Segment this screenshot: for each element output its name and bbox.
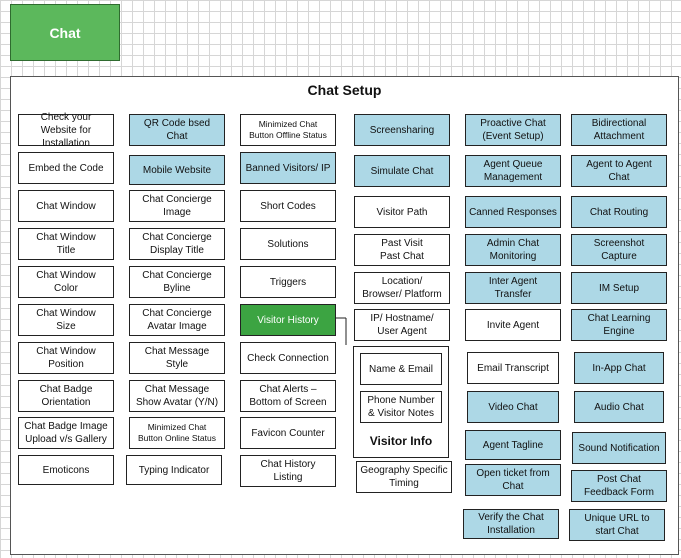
- chat-window-box: Chat Window: [18, 190, 114, 222]
- agent-queue-management-box: Agent Queue Management: [465, 155, 561, 187]
- short-codes-box: Short Codes: [240, 190, 336, 222]
- post-chat-feedback-box: Post Chat Feedback Form: [571, 470, 667, 502]
- chat-concierge-avatar-box: Chat Concierge Avatar Image: [129, 304, 225, 336]
- chat-message-style-box: Chat Message Style: [129, 342, 225, 374]
- chat-setup-frame: [10, 76, 679, 555]
- emoticons-box: Emoticons: [18, 455, 114, 485]
- qr-code-chat-box: QR Code bsed Chat: [129, 114, 225, 146]
- admin-chat-monitoring-box: Admin Chat Monitoring: [465, 234, 561, 266]
- audio-chat-box: Audio Chat: [574, 391, 664, 423]
- favicon-counter-box: Favicon Counter: [240, 417, 336, 449]
- banned-visitors-ip-box: Banned Visitors/ IP: [240, 152, 336, 184]
- chat-window-size-box: Chat Window Size: [18, 304, 114, 336]
- agent-to-agent-chat-box: Agent to Agent Chat: [571, 155, 667, 187]
- chat-window-position-box: Chat Window Position: [18, 342, 114, 374]
- visitor-info-caption: Visitor Info: [369, 434, 433, 449]
- visitor-history-box: Visitor History: [240, 304, 336, 336]
- chat-alerts-box: Chat Alerts – Bottom of Screen: [240, 380, 336, 412]
- chat-history-listing-box: Chat History Listing: [240, 455, 336, 487]
- past-visit-chat-box: Past Visit Past Chat: [354, 234, 450, 266]
- visitor-path-box: Visitor Path: [354, 196, 450, 228]
- chat-header-box: Chat: [10, 4, 120, 61]
- triggers-box: Triggers: [240, 266, 336, 298]
- typing-indicator-box: Typing Indicator: [126, 455, 222, 485]
- chat-badge-orientation-box: Chat Badge Orientation: [18, 380, 114, 412]
- chat-learning-engine-box: Chat Learning Engine: [571, 309, 667, 341]
- solutions-box: Solutions: [240, 228, 336, 260]
- in-app-chat-box: In-App Chat: [574, 352, 664, 384]
- chat-concierge-display-title-box: Chat Concierge Display Title: [129, 228, 225, 260]
- chat-concierge-image-box: Chat Concierge Image: [129, 190, 225, 222]
- chat-routing-box: Chat Routing: [571, 196, 667, 228]
- chat-concierge-byline-box: Chat Concierge Byline: [129, 266, 225, 298]
- minimized-chat-offline-status-box: Minimized Chat Button Offline Status: [240, 114, 336, 146]
- geography-specific-timing-box: Geography Specific Timing: [356, 461, 452, 493]
- proactive-chat-box: Proactive Chat (Event Setup): [465, 114, 561, 146]
- video-chat-box: Video Chat: [467, 391, 559, 423]
- check-connection-box: Check Connection: [240, 342, 336, 374]
- inter-agent-transfer-box: Inter Agent Transfer: [465, 272, 561, 304]
- email-transcript-box: Email Transcript: [467, 352, 559, 384]
- open-ticket-from-chat-box: Open ticket from Chat: [465, 464, 561, 496]
- simulate-chat-box: Simulate Chat: [354, 155, 450, 187]
- mobile-website-box: Mobile Website: [129, 155, 225, 185]
- agent-tagline-box: Agent Tagline: [465, 430, 561, 460]
- ip-hostname-user-agent-box: IP/ Hostname/ User Agent: [354, 309, 450, 341]
- screenshot-capture-box: Screenshot Capture: [571, 234, 667, 266]
- chat-message-show-avatar-box: Chat Message Show Avatar (Y/N): [129, 380, 225, 412]
- embed-code-box: Embed the Code: [18, 152, 114, 184]
- canned-responses-box: Canned Responses: [465, 196, 561, 228]
- name-email-box: Name & Email: [360, 353, 442, 385]
- location-browser-platform-box: Location/ Browser/ Platform: [354, 272, 450, 304]
- minimized-chat-online-status-box: Minimized Chat Button Online Status: [129, 417, 225, 449]
- verify-chat-installation-box: Verify the Chat Installation: [463, 509, 559, 539]
- unique-url-start-chat-box: Unique URL to start Chat: [569, 509, 665, 541]
- chat-setup-title: Chat Setup: [307, 82, 382, 98]
- check-website-installation-box: Check your Website for Installation: [18, 112, 114, 149]
- sound-notification-box: Sound Notification: [572, 432, 666, 464]
- bidirectional-attachment-box: Bidirectional Attachment: [571, 114, 667, 146]
- chat-badge-image-upload-box: Chat Badge Image Upload v/s Gallery: [18, 417, 114, 449]
- im-setup-box: IM Setup: [571, 272, 667, 304]
- chat-window-title-box: Chat Window Title: [18, 228, 114, 260]
- invite-agent-box: Invite Agent: [465, 309, 561, 341]
- chat-window-color-box: Chat Window Color: [18, 266, 114, 298]
- phone-visitor-notes-box: Phone Number & Visitor Notes: [360, 391, 442, 423]
- screensharing-box: Screensharing: [354, 114, 450, 146]
